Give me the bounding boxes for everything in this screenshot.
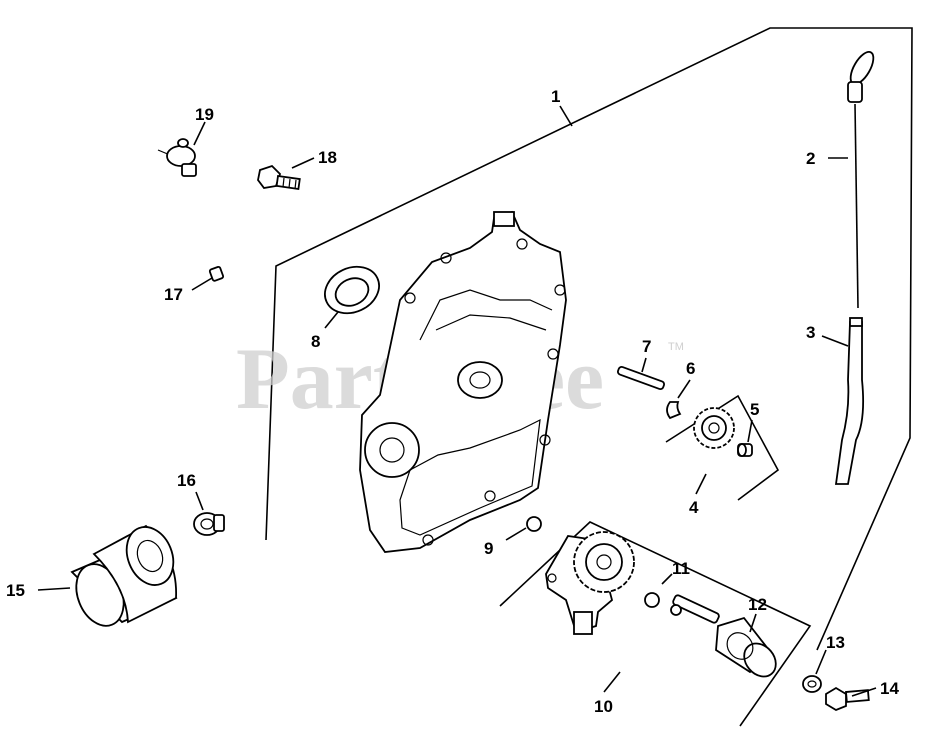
bolt-part-14[interactable] xyxy=(825,686,870,712)
callout-17: 17 xyxy=(164,285,183,304)
oil-pressure-switch-part[interactable] xyxy=(157,138,197,177)
callout-9: 9 xyxy=(484,539,493,558)
oil-filter-part[interactable] xyxy=(68,520,182,633)
callout-16: 16 xyxy=(177,471,196,490)
callout-14: 14 xyxy=(880,679,899,698)
governor-gear-part[interactable] xyxy=(693,407,735,449)
assembly-bracket-10 xyxy=(499,521,812,727)
bolt-part-18[interactable] xyxy=(257,164,301,190)
oil-seal-part[interactable] xyxy=(317,258,386,322)
callout-4: 4 xyxy=(689,498,699,517)
callout-6: 6 xyxy=(686,359,695,378)
callout-8: 8 xyxy=(311,332,320,351)
drain-plug-part[interactable] xyxy=(193,512,225,536)
o-ring-part-9[interactable] xyxy=(526,516,542,532)
callout-19: 19 xyxy=(195,105,214,124)
washer-part[interactable] xyxy=(802,675,822,693)
retaining-clip-part[interactable] xyxy=(666,401,682,420)
oil-pump-part[interactable] xyxy=(545,531,635,635)
callout-3: 3 xyxy=(806,323,815,342)
o-ring-part-11[interactable] xyxy=(644,592,660,608)
shaft-pin-part[interactable] xyxy=(737,443,753,457)
callout-10: 10 xyxy=(594,697,613,716)
assembly-outline-1 xyxy=(265,27,913,651)
dipstick-tube-part[interactable] xyxy=(834,317,865,485)
callout-5: 5 xyxy=(750,400,759,419)
pin-part[interactable] xyxy=(617,365,665,391)
callout-12: 12 xyxy=(748,595,767,614)
callout-18: 18 xyxy=(318,148,337,167)
callout-13: 13 xyxy=(826,633,845,652)
callout-1: 1 xyxy=(551,87,560,106)
callout-11: 11 xyxy=(672,559,690,578)
callout-2: 2 xyxy=(806,149,815,168)
fitting-part-17[interactable] xyxy=(208,265,225,282)
callout-15: 15 xyxy=(6,581,25,600)
callout-7: 7 xyxy=(642,337,651,356)
dipstick-part[interactable] xyxy=(846,48,878,309)
crankcase-cover-part[interactable] xyxy=(359,210,567,553)
pump-rotor-part[interactable] xyxy=(670,594,782,682)
watermark-trademark: TM xyxy=(668,341,684,353)
